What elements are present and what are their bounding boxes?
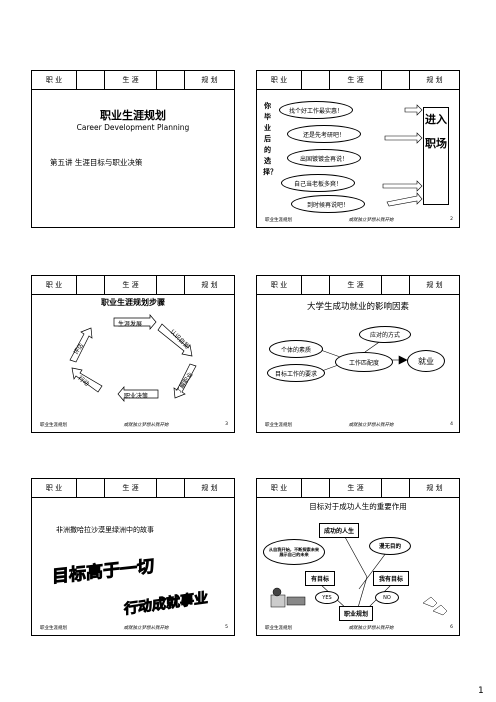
step-label: 生涯发展 bbox=[118, 321, 143, 328]
arrows-svg bbox=[382, 104, 423, 207]
slide-4: 职 业生 涯规 划 大学生成功就业的影响因素 个体的素质 应对的方式 工作匹配度… bbox=[256, 275, 460, 433]
option-bubble: 自己当老板多爽！ bbox=[281, 174, 355, 192]
yes-bubble: YES bbox=[315, 591, 339, 604]
option-bubble: 出国镀镀金再说！ bbox=[287, 149, 361, 167]
slide6-title: 目标对于成功人生的重要作用 bbox=[309, 502, 407, 511]
factor-requirement: 目标工作的要求 bbox=[267, 364, 325, 382]
slide-6: 职 业生 涯规 划 目标对于成功人生的重要作用 成功的人生 漫无目的 从自我开始… bbox=[256, 478, 460, 636]
slide-3: 职 业生 涯规 划 职业生涯规划步骤 生涯发展 认识自我 了解职业 职业决策 行… bbox=[31, 275, 235, 433]
factor-coping: 应对的方式 bbox=[359, 326, 411, 343]
aimless-bubble: 漫无目的 bbox=[369, 537, 411, 555]
page-number: 1 bbox=[478, 686, 484, 696]
vertical-question: 你毕业后的选择？ bbox=[263, 102, 277, 176]
factor-match: 工作匹配度 bbox=[335, 352, 393, 372]
enter-workplace-box: 进入职场 bbox=[423, 107, 449, 205]
has-goal-box: 有目标 bbox=[305, 571, 336, 586]
my-goal-box: 我有目标 bbox=[373, 571, 410, 586]
slide5-title: 非洲撒哈拉沙漠里绿洲中的故事 bbox=[56, 526, 154, 534]
career-plan-box: 职业规划 bbox=[339, 606, 374, 621]
slide-header: 职 业生 涯规 划 bbox=[257, 276, 459, 295]
shoes-icon bbox=[422, 596, 448, 616]
option-bubble: 找个好工作最实惠！ bbox=[279, 101, 353, 119]
wordart-goal: 目标高于一切 bbox=[52, 556, 155, 588]
slide-5: 职 业生 涯规 划 非洲撒哈拉沙漠里绿洲中的故事 目标高于一切 行动成就事业 职… bbox=[31, 478, 235, 636]
slide1-lecture: 第五讲 生涯目标与职业决策 bbox=[50, 158, 143, 167]
self-start-bubble: 从自我开始，不断探索未来展示自己的未来 bbox=[263, 539, 325, 565]
slide-2: 职 业生 涯规 划 你毕业后的选择？ 找个好工作最实惠！ 还是先考研吧！ 出国镀… bbox=[256, 70, 460, 228]
option-bubble: 到时候再说吧！ bbox=[291, 195, 365, 213]
desk-icon bbox=[270, 587, 306, 608]
no-bubble: NO bbox=[375, 591, 399, 604]
slide1-subtitle: Career Development Planning bbox=[76, 123, 190, 132]
slide3-title: 职业生涯规划步骤 bbox=[101, 298, 165, 307]
option-bubble: 还是先考研吧！ bbox=[287, 125, 361, 143]
cycle-arrows-svg bbox=[69, 314, 197, 402]
goal-diagram-svg bbox=[270, 536, 448, 616]
success-life-box: 成功的人生 bbox=[319, 523, 360, 538]
slide-header: 职 业生 涯规 划 bbox=[32, 276, 234, 295]
slide-header: 职 业生 涯规 划 bbox=[257, 71, 459, 90]
slide-header: 职 业生 涯规 划 bbox=[32, 71, 234, 90]
wordart-action: 行动成就事业 bbox=[124, 590, 209, 619]
slide-header: 职 业生 涯规 划 bbox=[257, 479, 459, 498]
slide-header: 职 业生 涯规 划 bbox=[32, 479, 234, 498]
employment-node: 就业 bbox=[407, 350, 445, 372]
slide4-title: 大学生成功就业的影响因素 bbox=[306, 302, 409, 312]
slide-1: 职 业生 涯规 划 职业生涯规划 Career Development Plan… bbox=[31, 70, 235, 228]
slide1-title: 职业生涯规划 bbox=[100, 109, 166, 122]
factor-individual: 个体的素质 bbox=[269, 340, 323, 358]
step-label: 职业决策 bbox=[124, 393, 149, 400]
